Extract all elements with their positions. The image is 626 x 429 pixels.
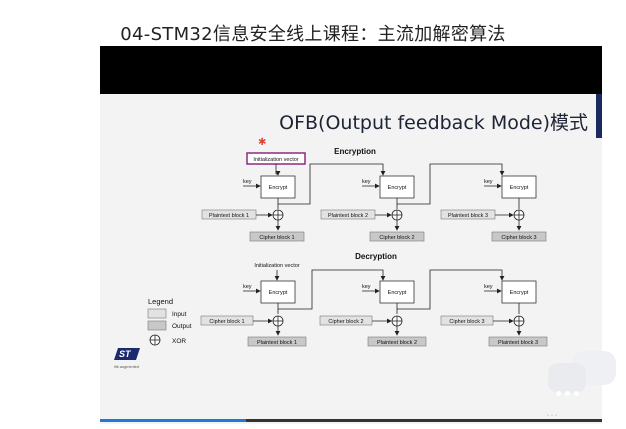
st-logo-tagline: life.augmented	[114, 365, 139, 369]
ofb-diagram: Encryption Initialization vector key Enc…	[114, 147, 548, 369]
key-label: key	[362, 179, 371, 185]
output-label: Plaintext block 3	[498, 340, 538, 346]
key-label: key	[362, 284, 371, 290]
iv-label: Initialization vector	[253, 157, 298, 163]
legend-title: Legend	[148, 297, 173, 306]
legend-input-label: Input	[172, 311, 187, 318]
output-block	[367, 336, 427, 347]
chat-bubble-icon	[548, 363, 586, 396]
video-player[interactable]: OFB(Output feedback Mode)模式 ✱ Encryption…	[100, 46, 602, 424]
input-block	[319, 315, 373, 326]
forum-watermark: …	[546, 345, 624, 425]
output-block	[491, 231, 547, 242]
output-label: Plaintext block 1	[257, 340, 297, 346]
encrypt-label: Encrypt	[510, 185, 529, 191]
input-label: Cipher block 1	[209, 319, 244, 325]
input-block	[201, 209, 257, 220]
legend-output-label: Output	[172, 323, 192, 330]
output-label: Cipher block 3	[501, 235, 536, 241]
st-logo: ST	[114, 348, 140, 360]
svg-text:ST: ST	[119, 349, 132, 359]
encrypt-label: Encrypt	[388, 290, 407, 296]
output-block	[247, 336, 307, 347]
key-label: key	[243, 179, 252, 185]
legend-xor-icon	[149, 334, 161, 346]
output-label: Cipher block 2	[379, 235, 414, 241]
output-block	[488, 336, 548, 347]
decryption-heading: Decryption	[355, 252, 397, 261]
input-block	[320, 209, 376, 220]
laser-pointer-icon: ✱	[258, 137, 267, 148]
encrypt-label: Encrypt	[269, 185, 288, 191]
legend-xor-label: XOR	[172, 338, 186, 345]
output-block	[369, 231, 425, 242]
input-label: Plaintext block 3	[448, 213, 488, 219]
input-block	[440, 315, 494, 326]
output-block	[249, 231, 305, 242]
key-label: key	[484, 284, 493, 290]
input-block	[200, 315, 254, 326]
key-label: key	[243, 284, 252, 290]
slide-accent-bar	[596, 94, 602, 138]
input-label: Cipher block 2	[328, 319, 363, 325]
legend-input-swatch	[147, 308, 167, 319]
video-title: 04-STM32信息安全线上课程：主流加解密算法	[120, 24, 506, 45]
video-progress-bar[interactable]	[100, 419, 602, 422]
slide-title: OFB(Output feedback Mode)模式	[279, 112, 588, 134]
input-label: Plaintext block 2	[328, 213, 368, 219]
watermark-text: …	[546, 405, 558, 419]
output-label: Cipher block 1	[259, 235, 294, 241]
input-block	[440, 209, 496, 220]
output-label: Plaintext block 2	[377, 340, 417, 346]
input-label: Cipher block 3	[449, 319, 484, 325]
video-progress-fill	[100, 419, 246, 422]
slide: OFB(Output feedback Mode)模式 ✱ Encryption…	[100, 94, 602, 424]
iv-label: Initialization vector	[254, 263, 299, 269]
key-label: key	[484, 179, 493, 185]
encrypt-label: Encrypt	[510, 290, 529, 296]
encrypt-label: Encrypt	[388, 185, 407, 191]
input-label: Plaintext block 1	[209, 213, 249, 219]
encrypt-label: Encrypt	[269, 290, 288, 296]
legend-output-swatch	[147, 320, 167, 331]
encryption-heading: Encryption	[334, 147, 376, 156]
